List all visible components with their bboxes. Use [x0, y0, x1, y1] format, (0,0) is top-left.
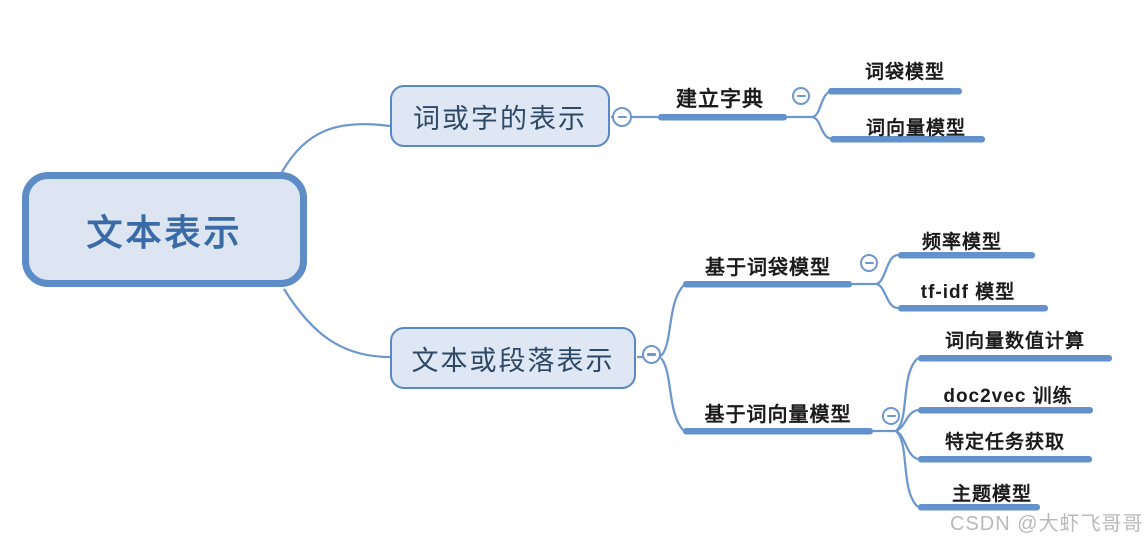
topic-based-on-bow[interactable]: 基于词袋模型 [705, 257, 831, 279]
topic-bag-of-words-model[interactable]: 词袋模型 [864, 62, 946, 83]
topic-topic-model[interactable]: 主题模型 [951, 484, 1033, 505]
branch-bar [918, 355, 1112, 362]
minus-icon [617, 115, 627, 119]
branch-curve [283, 288, 391, 359]
branch-bar [830, 136, 985, 143]
collapse-button-based-on-word-vectors[interactable] [882, 407, 900, 425]
branch-bar [658, 114, 787, 121]
minus-icon [796, 94, 806, 98]
node-label: 词或字的表示 [413, 103, 587, 134]
branch-curve [895, 430, 919, 508]
branch-curve [811, 89, 834, 119]
branch-curve [895, 357, 919, 432]
csdn-watermark: CSDN @大虾飞哥哥 [950, 513, 1144, 535]
topic-build-dictionary[interactable]: 建立字典 [676, 88, 764, 111]
root-node-text-representation[interactable]: 文本表示 [22, 172, 307, 287]
minus-icon [647, 353, 656, 356]
branch-bar [918, 407, 1093, 414]
branch-bar [898, 252, 1035, 259]
branch-bar [918, 456, 1092, 463]
branch-curve [875, 253, 899, 286]
minus-icon [886, 414, 896, 418]
branch-curve [660, 357, 685, 432]
node-paragraph-representation[interactable]: 文本或段落表示 [390, 327, 636, 389]
collapse-button-paragraph-representation[interactable] [642, 345, 661, 364]
topic-task-specific[interactable]: 特定任务获取 [944, 432, 1066, 453]
topic-vector-numeric-computation[interactable]: 词向量数值计算 [944, 331, 1086, 352]
collapse-button-based-on-bow[interactable] [860, 254, 878, 272]
branch-bar [683, 281, 852, 288]
topic-based-on-word-vectors[interactable]: 基于词向量模型 [704, 404, 852, 426]
node-word-representation[interactable]: 词或字的表示 [390, 85, 610, 147]
branch-bar [918, 504, 1040, 511]
collapse-button-word-representation[interactable] [612, 107, 632, 127]
root-node-label: 文本表示 [86, 211, 243, 253]
branch-curve [281, 122, 391, 173]
minus-icon [864, 261, 874, 265]
branch-curve [895, 408, 919, 433]
branch-bar [898, 305, 1048, 312]
topic-frequency-model[interactable]: 频率模型 [921, 232, 1003, 253]
branch-curve [875, 282, 899, 310]
topic-doc2vec-training[interactable]: doc2vec 训练 [943, 386, 1073, 407]
topic-word-vector-model[interactable]: 词向量模型 [865, 118, 967, 139]
collapse-button-build-dictionary[interactable] [792, 87, 810, 105]
branch-bar [828, 88, 962, 95]
topic-tfidf-model[interactable]: tf-idf 模型 [920, 282, 1016, 303]
branch-bar [683, 428, 873, 435]
branch-curve [811, 115, 834, 141]
node-label: 文本或段落表示 [411, 345, 615, 376]
branch-curve [660, 284, 685, 357]
